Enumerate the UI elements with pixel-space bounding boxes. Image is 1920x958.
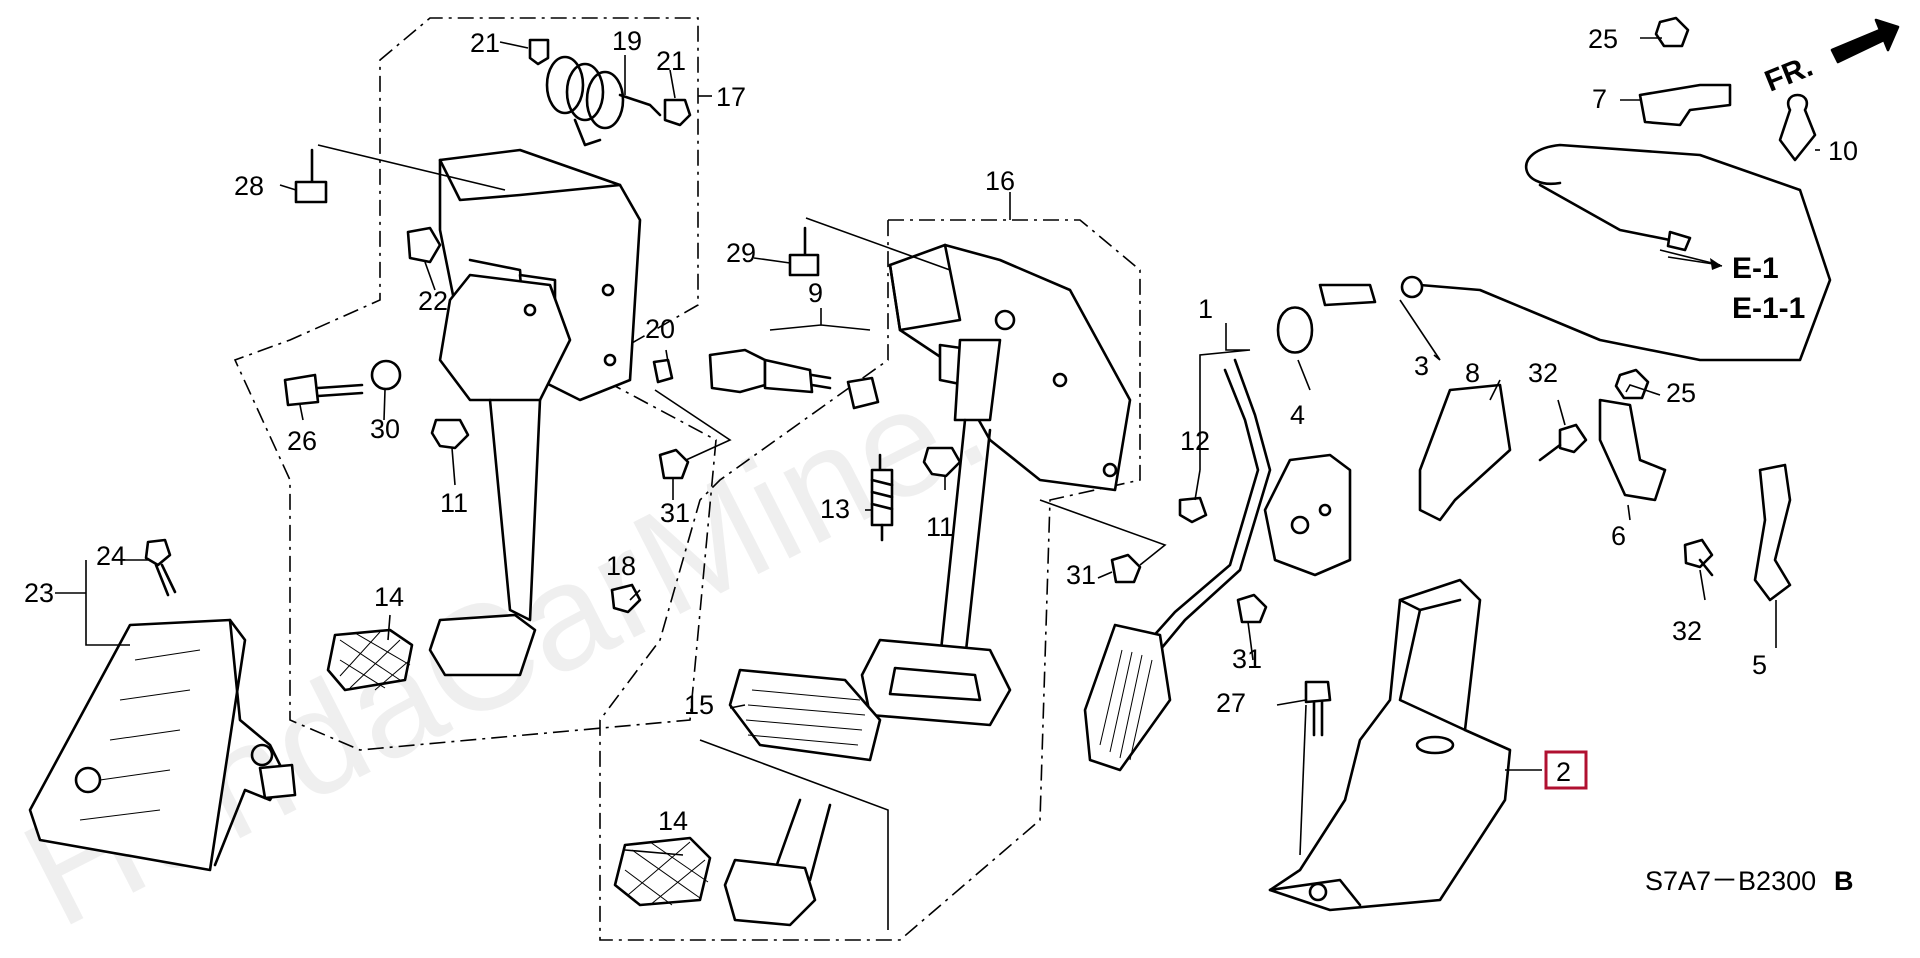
brake-pedal-pad-15 bbox=[728, 668, 882, 762]
part-label-20: 20 bbox=[645, 314, 675, 344]
part-label-12: 12 bbox=[1180, 426, 1210, 456]
ref-label-e1[interactable]: E-1 bbox=[1732, 252, 1779, 285]
part-label-14b: 14 bbox=[658, 806, 688, 836]
brake-pedal-group-outline bbox=[599, 219, 1141, 941]
part-label-3: 3 bbox=[1414, 351, 1429, 381]
brake-light-switch bbox=[708, 348, 832, 394]
part-label-31b: 31 bbox=[1066, 560, 1096, 590]
ref-arrow bbox=[1659, 249, 1721, 266]
bushing-22 bbox=[406, 226, 442, 264]
part-label-31a: 31 bbox=[660, 498, 690, 528]
part-label-29: 29 bbox=[726, 238, 756, 268]
clip-9-mount bbox=[846, 376, 880, 410]
clutch-pedal bbox=[428, 148, 642, 677]
clip-11a bbox=[430, 418, 470, 450]
leader-lines bbox=[55, 37, 1820, 856]
part-label-32a: 32 bbox=[1528, 358, 1558, 388]
part-label-19: 19 bbox=[612, 26, 642, 56]
nut-21b bbox=[663, 98, 692, 127]
accelerator-pedal bbox=[1083, 358, 1352, 772]
bolt-28 bbox=[294, 148, 328, 204]
part-label-5: 5 bbox=[1752, 650, 1767, 680]
bracket-5 bbox=[1753, 463, 1792, 602]
bracket-6 bbox=[1598, 398, 1667, 502]
part-label-4: 4 bbox=[1290, 400, 1305, 430]
clip-18 bbox=[610, 583, 642, 614]
part-label-1: 1 bbox=[1198, 294, 1213, 324]
cover bbox=[28, 618, 297, 872]
front-direction-arrow bbox=[1830, 18, 1900, 64]
part-label-28: 28 bbox=[234, 171, 264, 201]
nut-31a bbox=[658, 448, 690, 480]
clip-11b bbox=[922, 446, 962, 478]
nut-30 bbox=[370, 359, 402, 391]
grommet-4 bbox=[1276, 306, 1314, 354]
part-label-17: 17 bbox=[716, 82, 746, 112]
bolt-27 bbox=[1304, 680, 1332, 737]
part-label-25a: 25 bbox=[1588, 24, 1618, 54]
nut-25b bbox=[1614, 368, 1650, 400]
part-label-9: 9 bbox=[808, 278, 823, 308]
front-direction-label: FR. bbox=[1760, 50, 1817, 99]
part-label-10: 10 bbox=[1828, 136, 1858, 166]
part-label-13: 13 bbox=[820, 494, 850, 524]
bolt-32b bbox=[1683, 538, 1714, 577]
brake-pedal-arm-inset bbox=[723, 798, 832, 927]
ref-arrowhead bbox=[1710, 258, 1722, 270]
part-label-2[interactable]: 2 bbox=[1556, 757, 1571, 787]
part-label-11a: 11 bbox=[440, 488, 468, 518]
nut-31b bbox=[1110, 553, 1142, 584]
clutch-pedal-group-outline bbox=[233, 17, 717, 751]
part-label-21b: 21 bbox=[656, 46, 686, 76]
part-label-32b: 32 bbox=[1672, 616, 1702, 646]
throttle-cable bbox=[1318, 143, 1832, 362]
nut-25a bbox=[1654, 16, 1690, 48]
spring-13 bbox=[870, 453, 894, 542]
diagram-code: S7A7－B2300 bbox=[1645, 866, 1816, 896]
part-label-30: 30 bbox=[370, 414, 400, 444]
part-label-31c: 31 bbox=[1232, 644, 1262, 674]
stopper-20 bbox=[652, 358, 674, 384]
part-label-18: 18 bbox=[606, 551, 636, 581]
bolt-29 bbox=[788, 226, 820, 277]
part-label-6: 6 bbox=[1611, 521, 1626, 551]
diagram-revision: B bbox=[1834, 866, 1854, 896]
clip-10 bbox=[1778, 93, 1817, 162]
part-label-25b: 25 bbox=[1666, 378, 1696, 408]
part-label-21a: 21 bbox=[470, 28, 500, 58]
foot-rest bbox=[1268, 578, 1512, 912]
part-label-15: 15 bbox=[684, 690, 714, 720]
inset-frame-line bbox=[699, 739, 889, 930]
part-label-26: 26 bbox=[287, 426, 317, 456]
part-label-11b: 11 bbox=[926, 512, 954, 542]
bracket-8 bbox=[1418, 383, 1512, 522]
return-spring bbox=[545, 55, 662, 147]
part-label-22: 22 bbox=[418, 286, 448, 316]
cable-clamp-7 bbox=[1638, 83, 1732, 127]
part-label-23: 23 bbox=[24, 578, 54, 608]
clip-21a bbox=[528, 38, 550, 66]
bolt-24 bbox=[144, 538, 177, 597]
bolt-32a bbox=[1538, 423, 1588, 462]
ref-label-e1-1[interactable]: E-1-1 bbox=[1732, 292, 1805, 325]
clip-12 bbox=[1178, 496, 1208, 524]
highlight-box bbox=[1544, 750, 1588, 790]
part-label-27: 27 bbox=[1216, 688, 1246, 718]
part-label-8: 8 bbox=[1465, 358, 1480, 388]
part-label-14a: 14 bbox=[374, 582, 404, 612]
part-label-7: 7 bbox=[1592, 84, 1607, 114]
part-label-16: 16 bbox=[985, 166, 1015, 196]
bolt-26 bbox=[283, 373, 364, 407]
brake-pedal bbox=[860, 243, 1132, 727]
part-label-24: 24 bbox=[96, 541, 126, 571]
nut-31c bbox=[1236, 593, 1268, 624]
